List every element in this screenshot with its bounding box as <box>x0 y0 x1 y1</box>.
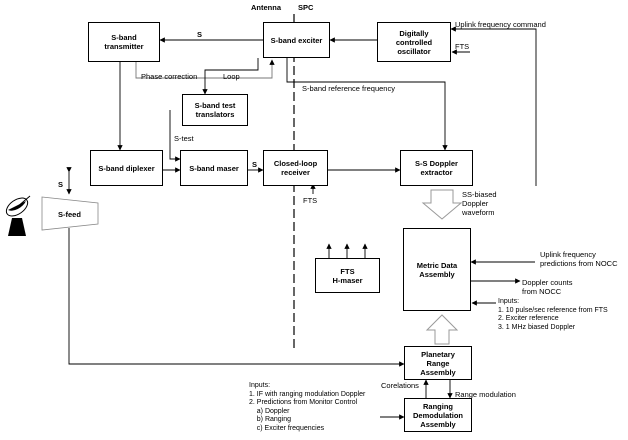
ranging-input-item: 1. IF with ranging modulation Doppler <box>249 390 366 398</box>
sband-exciter-block: S-band exciter <box>263 22 330 58</box>
fts-osc-label: FTS <box>455 42 470 51</box>
ranging-input-item: b) Ranging <box>249 416 292 424</box>
closed-loop-receiver-block: Closed-loop receiver <box>263 150 328 186</box>
metric-inputs-title: Inputs: <box>498 298 520 305</box>
s-feed-shape <box>41 196 99 231</box>
doppler-waveform-hollow-arrow <box>421 189 463 220</box>
ranging-inputs-list: Inputs: 1. IF with ranging modulation Do… <box>249 382 365 434</box>
antenna-label: Antenna <box>251 3 281 12</box>
s-feed-line-label: S <box>58 180 64 189</box>
planetary-range-assembly-block: Planetary Range Assembly <box>404 346 472 380</box>
sband-test-translators-block: S-band test translators <box>182 94 248 126</box>
sband-diplexer-block: S-band diplexer <box>90 150 163 186</box>
phase-correction-arrow <box>135 59 275 79</box>
metric-data-assembly-block: Metric Data Assembly <box>403 228 471 311</box>
fts-receiver-label: FTS <box>303 196 318 205</box>
ss-biased-label: SS-biased Doppler waveform <box>462 190 497 217</box>
ranging-input-item: c) Exciter frequencies <box>249 424 325 432</box>
doppler-counts-label: Doppler counts from NOCC <box>522 278 573 296</box>
sband-transmitter-block: S-band transmitter <box>88 22 160 62</box>
ranging-input-item: a) Doppler <box>249 407 290 415</box>
phase-correction-label: Phase correction <box>141 72 198 81</box>
fts-hmaser-block: FTS H-maser <box>315 258 380 293</box>
ss-doppler-extractor-block: S-S Doppler extractor <box>400 150 473 186</box>
sband-ref-arrow <box>286 58 448 151</box>
feed-to-planetary-arrow <box>68 228 405 367</box>
ranging-demodulation-assembly-block: Ranging Demodulation Assembly <box>404 398 472 432</box>
s-maser-label: S <box>252 160 258 169</box>
metric-inputs-list: Inputs: 1. 10 pulse/sec reference from F… <box>498 298 608 332</box>
antenna-dish-icon <box>5 195 31 236</box>
metric-input-item: 2. Exciter reference <box>498 315 559 323</box>
sband-maser-block: S-band maser <box>180 150 248 186</box>
correlations-label: Corelations <box>381 381 419 390</box>
uplink-command-label: Uplink frequency command <box>455 20 546 29</box>
s-top-label: S <box>197 30 203 39</box>
digital-oscillator-block: Digitally controlled oscillator <box>377 22 451 62</box>
range-modulation-label: Range modulation <box>455 390 516 399</box>
planetary-to-metric-hollow-arrow <box>425 314 459 345</box>
sband-ref-label: S-band reference frequency <box>302 84 395 93</box>
s-feed-label: S-feed <box>58 210 81 219</box>
loop-label: Loop <box>223 72 240 81</box>
s-test-label: S-test <box>174 134 194 143</box>
uplink-predictions-label: Uplink frequency predictions from NOCC <box>540 250 618 268</box>
s-test-arrow <box>169 110 181 162</box>
ranging-input-item: 2. Predictions from Monitor Control <box>249 399 358 407</box>
loop-arrow <box>202 58 259 95</box>
metric-input-item: 3. 1 MHz biased Doppler <box>498 323 576 331</box>
uplink-command-arrow <box>450 26 537 186</box>
ranging-inputs-title: Inputs: <box>249 382 271 389</box>
metric-input-item: 1. 10 pulse/sec reference from FTS <box>498 306 608 314</box>
spc-label: SPC <box>298 3 314 12</box>
